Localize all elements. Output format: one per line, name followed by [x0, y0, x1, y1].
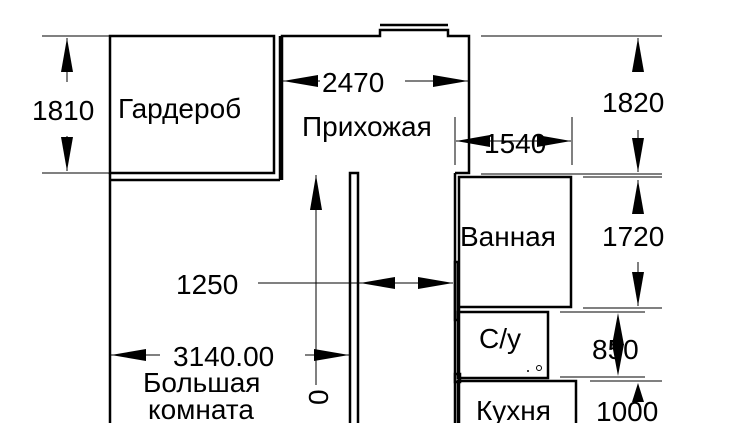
- hallway-height-label: 1820: [602, 87, 664, 118]
- arrow-down-icon: [632, 138, 644, 172]
- arrow-left-icon: [283, 75, 318, 87]
- arrow-left-icon: [456, 135, 490, 147]
- arrow-up-icon: [632, 383, 644, 402]
- kitchen-label: Кухня: [476, 395, 551, 423]
- corridor-width-label: 1250: [176, 269, 238, 300]
- corridor-dimension: 1250: [176, 269, 453, 300]
- hallway-room: 2470 Прихожая: [280, 23, 471, 180]
- living-room: 0 3140.00 Большая комната: [108, 171, 360, 423]
- arrow-up-icon: [61, 38, 73, 72]
- hallway-width-label: 2470: [322, 67, 384, 98]
- living-room-height-label: 0: [303, 389, 334, 405]
- bathroom-height-label: 1720: [602, 221, 664, 252]
- arrow-down-icon: [61, 137, 73, 171]
- passage-width-label: 1540: [484, 128, 546, 159]
- wardrobe-height-dimension: 1810: [32, 35, 110, 174]
- living-room-width-label: 3140.00: [173, 341, 274, 372]
- arrow-down-icon: [612, 344, 624, 376]
- arrow-up-icon: [632, 180, 644, 214]
- arrow-left-icon: [360, 277, 395, 289]
- toilet-label: С/у: [479, 323, 521, 354]
- arrow-up-icon: [632, 38, 644, 72]
- hallway-height-dimension: 1820: [481, 35, 664, 178]
- toilet-room: С/у 850: [456, 310, 645, 380]
- arrow-right-icon: [314, 349, 349, 361]
- bathroom-room: Ванная 1720: [453, 173, 664, 423]
- hallway-label: Прихожая: [302, 111, 432, 142]
- bathroom-label: Ванная: [460, 221, 556, 252]
- arrow-right-icon: [418, 277, 453, 289]
- arrow-down-icon: [632, 272, 644, 306]
- arrow-up-icon: [612, 313, 624, 345]
- passage-dimension: 1540: [454, 117, 573, 165]
- wardrobe-height-label: 1810: [32, 95, 94, 126]
- wardrobe-room: Гардероб: [108, 34, 282, 182]
- kitchen-room: Кухня 1000: [453, 372, 662, 423]
- living-room-label-1: Большая: [143, 367, 260, 398]
- kitchen-height-label: 1000: [596, 396, 658, 423]
- arrow-right-icon: [537, 135, 571, 147]
- living-room-label-2: комната: [148, 394, 254, 423]
- arrow-up-icon: [310, 175, 322, 210]
- arrow-right-icon: [433, 75, 468, 87]
- wardrobe-label: Гардероб: [118, 93, 241, 124]
- arrow-left-icon: [111, 349, 146, 361]
